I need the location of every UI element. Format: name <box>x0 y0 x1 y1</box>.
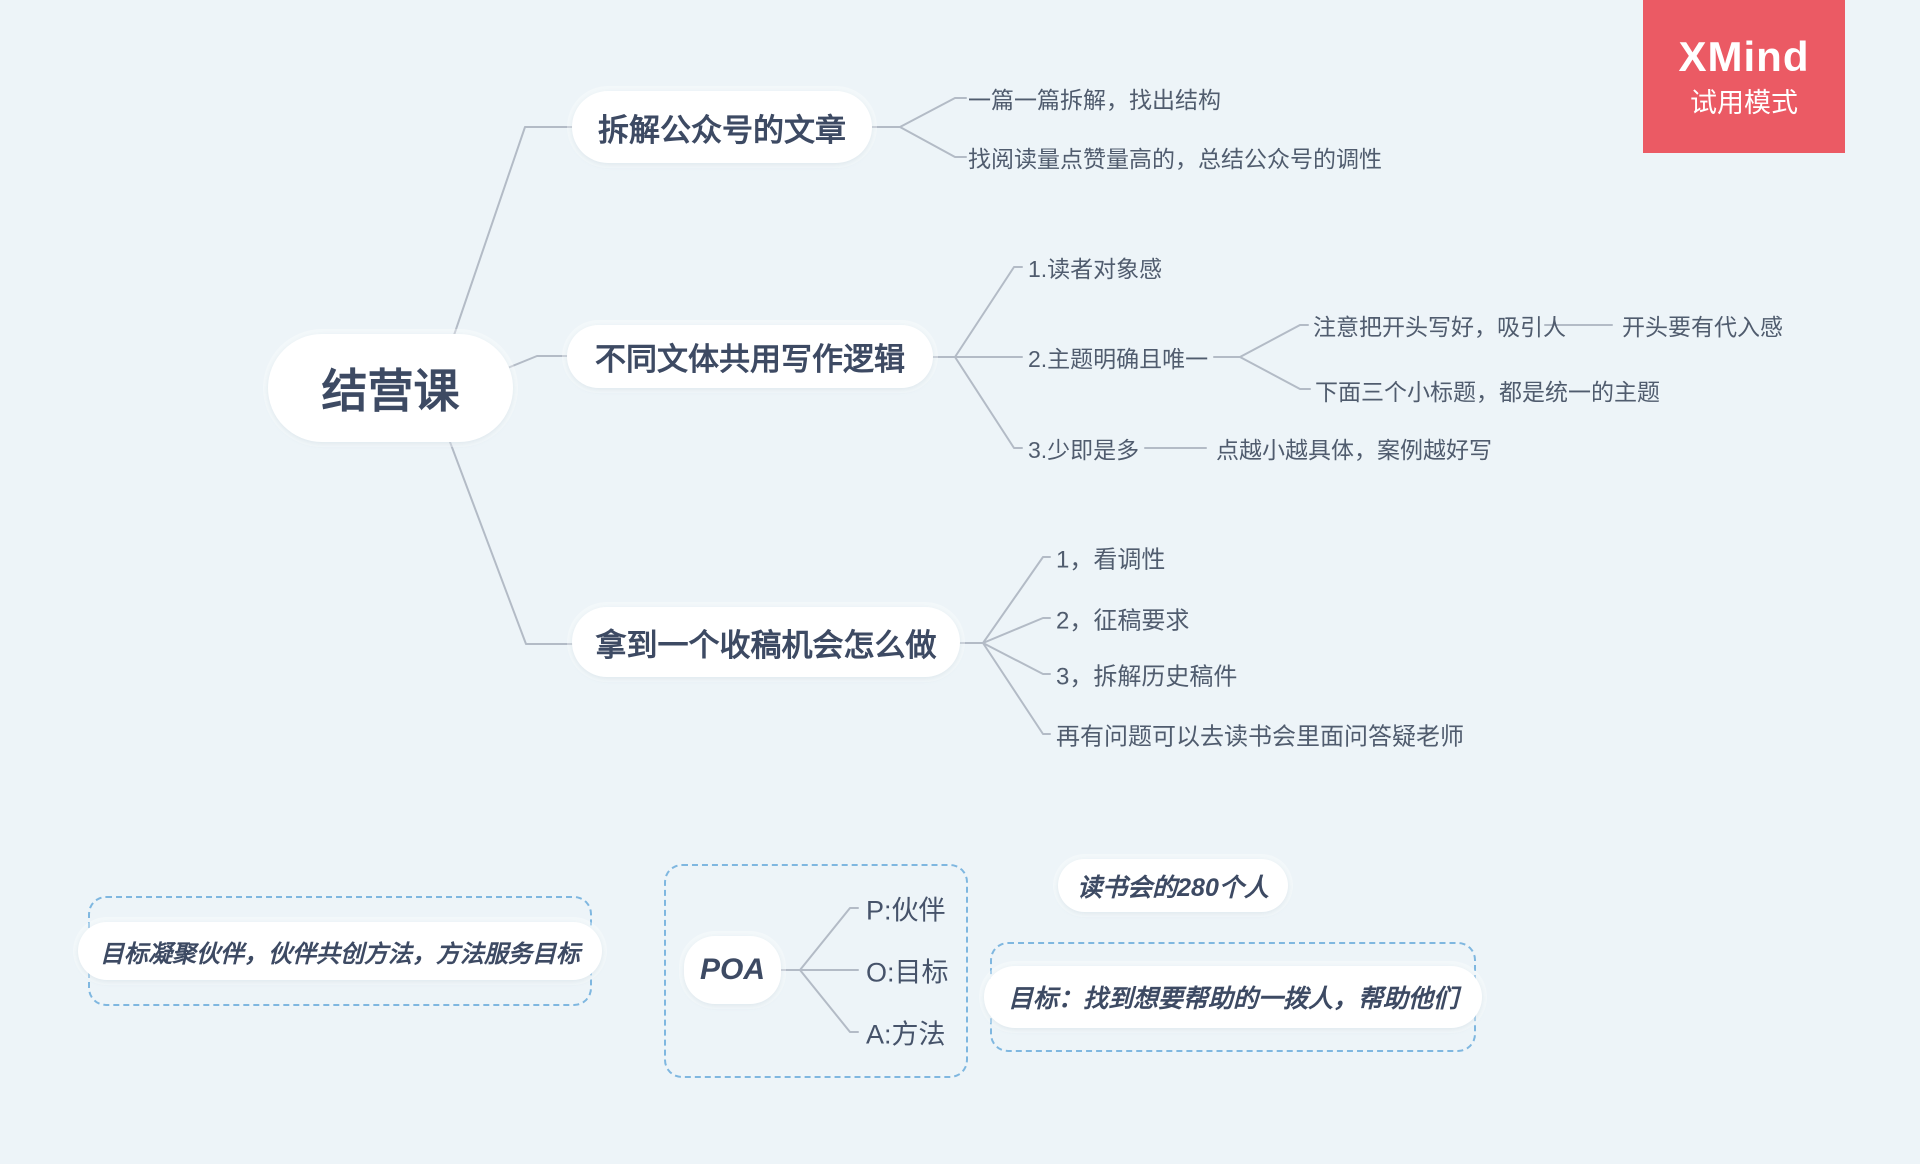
branch3-child2[interactable]: 2，征稿要求 <box>1056 607 1190 635</box>
branch3-child3[interactable]: 3，拆解历史稿件 <box>1056 663 1238 691</box>
branch1-topic[interactable]: 拆解公众号的文章 <box>572 91 872 163</box>
branch3-topic-label: 拿到一个收稿机会怎么做 <box>595 627 937 663</box>
connector-b3-c2 <box>982 617 1051 644</box>
floating-goal-label: 目标：找到想要帮助的一拨人，帮助他们 <box>1008 985 1459 1013</box>
branch3-topic[interactable]: 拿到一个收稿机会怎么做 <box>572 607 960 677</box>
branch1-child1[interactable]: 一篇一篇拆解，找出结构 <box>968 87 1221 113</box>
floating-goal-pill: 目标：找到想要帮助的一拨人，帮助他们 <box>984 966 1483 1028</box>
poa-topic-label: POA <box>699 953 765 986</box>
poa-child-p[interactable]: P:伙伴 <box>866 895 946 926</box>
branch3-child4[interactable]: 再有问题可以去读书会里面问答疑老师 <box>1056 723 1464 751</box>
connector-root-branch3 <box>449 441 573 645</box>
floating-principle-box[interactable]: 目标凝聚伙伴，伙伴共创方法，方法服务目标 <box>78 896 602 1006</box>
connector-poa-p <box>779 907 859 971</box>
floating-principle-pill: 目标凝聚伙伴，伙伴共创方法，方法服务目标 <box>78 922 602 980</box>
trial-mode-label: 试用模式 <box>1690 88 1798 118</box>
branch2-child1[interactable]: 1.读者对象感 <box>1028 256 1163 282</box>
central-topic-label: 结营课 <box>321 365 460 417</box>
branch2-greatgrandchild1[interactable]: 开头要有代入感 <box>1622 314 1783 340</box>
connector-b3-c1 <box>959 556 1051 644</box>
connector-poa-a <box>799 969 859 1033</box>
connector-b2-c1 <box>954 266 1023 358</box>
poa-child-o[interactable]: O:目标 <box>866 957 949 988</box>
floating-principle-label: 目标凝聚伙伴，伙伴共创方法，方法服务目标 <box>100 940 580 968</box>
connector-root-branch1 <box>451 126 573 342</box>
connector-b3-c3 <box>982 642 1051 675</box>
floating-poa-box[interactable] <box>664 864 968 1078</box>
connector-b2-c3 <box>954 356 1023 449</box>
branch2-grandchild2[interactable]: 下面三个小标题，都是统一的主题 <box>1315 379 1660 405</box>
branch3-child1[interactable]: 1，看调性 <box>1056 546 1166 574</box>
branch2-topic-label: 不同文体共用写作逻辑 <box>595 342 905 377</box>
poa-child-a[interactable]: A:方法 <box>866 1019 946 1050</box>
connector-b3-c4 <box>982 642 1051 735</box>
branch2-topic[interactable]: 不同文体共用写作逻辑 <box>567 325 933 388</box>
connector-b2c2-g2 <box>1239 356 1311 390</box>
xmind-trial-badge[interactable]: XMind 试用模式 <box>1643 0 1845 153</box>
connector-b1-c1 <box>871 97 967 128</box>
floating-goal-box[interactable]: 目标：找到想要帮助的一拨人，帮助他们 <box>984 942 1483 1052</box>
central-topic[interactable]: 结营课 <box>268 334 513 442</box>
branch1-child2[interactable]: 找阅读量点赞量高的，总结公众号的调性 <box>968 146 1382 172</box>
poa-topic[interactable]: POA <box>684 936 781 1004</box>
floating-bookclub-label: 读书会的280个人 <box>1077 873 1269 902</box>
branch2-child2[interactable]: 2.主题明确且唯一 <box>1028 346 1209 372</box>
branch2-child3[interactable]: 3.少即是多 <box>1028 437 1140 463</box>
connector-root-branch2 <box>504 355 568 370</box>
connector-b1-c2 <box>899 126 967 158</box>
branch2-child3-grandchild[interactable]: 点越小越具体，案例越好写 <box>1216 437 1492 463</box>
floating-bookclub-topic[interactable]: 读书会的280个人 <box>1058 859 1288 912</box>
branch2-grandchild1[interactable]: 注意把开头写好，吸引人 <box>1313 314 1566 340</box>
xmind-logo-text: XMind <box>1678 33 1810 80</box>
connector-b2c2-g1 <box>1213 324 1309 358</box>
branch1-topic-label: 拆解公众号的文章 <box>598 112 846 148</box>
